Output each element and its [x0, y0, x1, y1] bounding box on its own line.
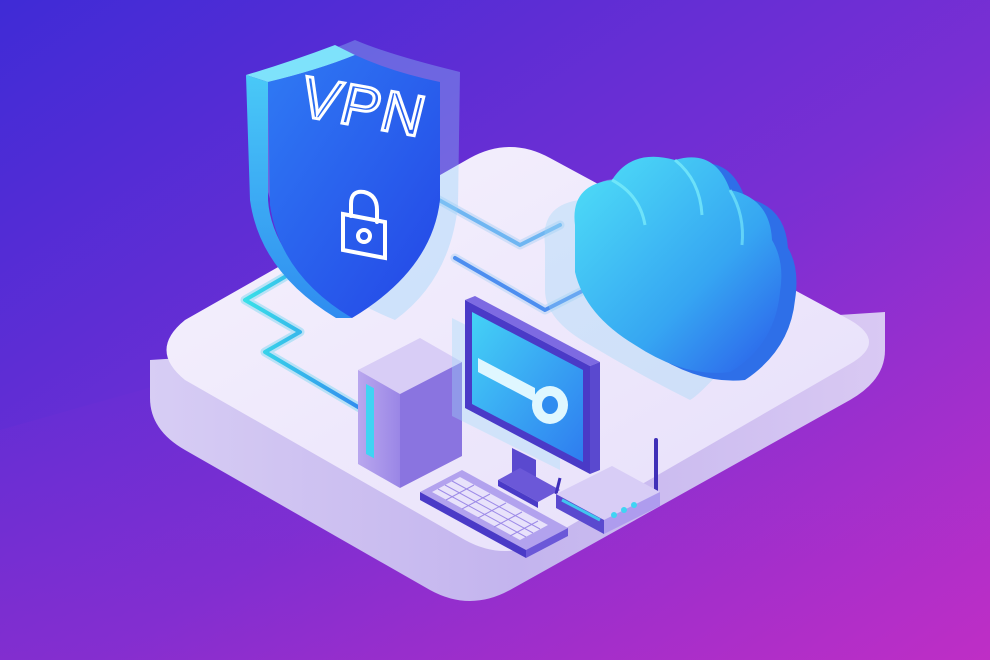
monitor-icon [452, 296, 600, 508]
network-cables [240, 190, 605, 425]
padlock-icon [341, 189, 387, 261]
router-icon [554, 438, 660, 534]
server-tower-icon [358, 338, 462, 488]
cloud-icon [544, 156, 797, 400]
key-icon [478, 358, 568, 424]
shield-icon: VPN [246, 40, 460, 320]
keyboard-icon [420, 470, 568, 558]
keyboard-keys [432, 477, 548, 540]
